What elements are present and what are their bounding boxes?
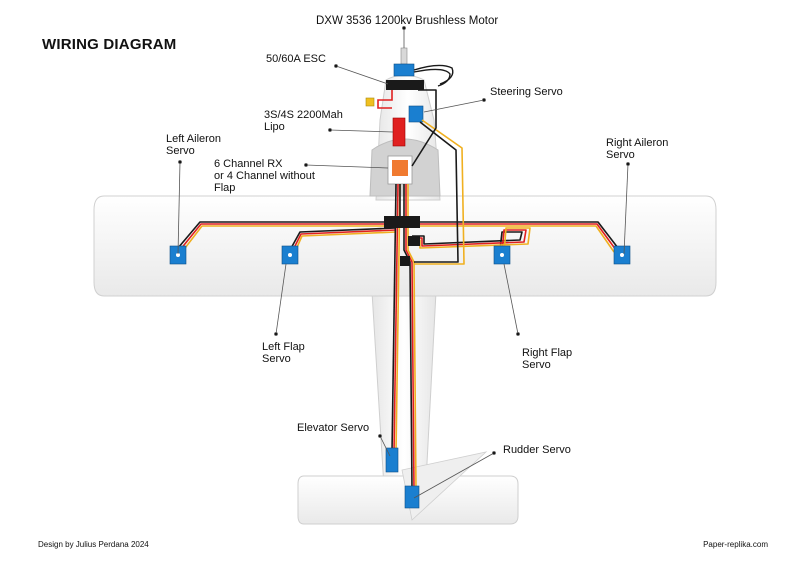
receiver-module (392, 160, 408, 176)
label-elevator: Elevator Servo (297, 422, 370, 434)
rudder-servo (404, 485, 420, 509)
motor (393, 47, 454, 87)
site-link[interactable]: Paper-replika.com (703, 540, 768, 549)
label-lipo: 3S/4S 2200Mah Lipo (264, 109, 343, 133)
steering-servo (408, 105, 424, 123)
label-steering-servo: Steering Servo (490, 86, 563, 98)
esc-battery-wire (377, 90, 393, 109)
esc-block (386, 80, 424, 90)
label-rudder: Rudder Servo (503, 444, 571, 456)
battery-connector (365, 97, 375, 107)
leader-lines (177, 26, 630, 499)
label-left-flap: Left Flap Servo (262, 341, 305, 365)
wing (93, 195, 717, 297)
label-right-aileron: Right Aileron Servo (606, 137, 669, 161)
label-esc: 50/60A ESC (266, 53, 326, 65)
right-flap-servo (493, 245, 511, 265)
label-motor: DXW 3536 1200kv Brushless Motor (316, 15, 499, 27)
credit-text: Design by Julius Perdana 2024 (38, 540, 149, 549)
flap-junction (408, 236, 420, 246)
page-title: WIRING DIAGRAM (42, 36, 177, 53)
left-flap-servo (281, 245, 299, 265)
battery (392, 117, 406, 147)
tail-junction (400, 256, 410, 266)
bus-junction (384, 216, 420, 228)
right-aileron-servo (613, 245, 631, 265)
label-receiver: 6 Channel RX or 4 Channel without Flap (214, 158, 315, 194)
label-right-flap: Right Flap Servo (522, 347, 573, 371)
label-left-aileron: Left Aileron Servo (166, 133, 222, 157)
